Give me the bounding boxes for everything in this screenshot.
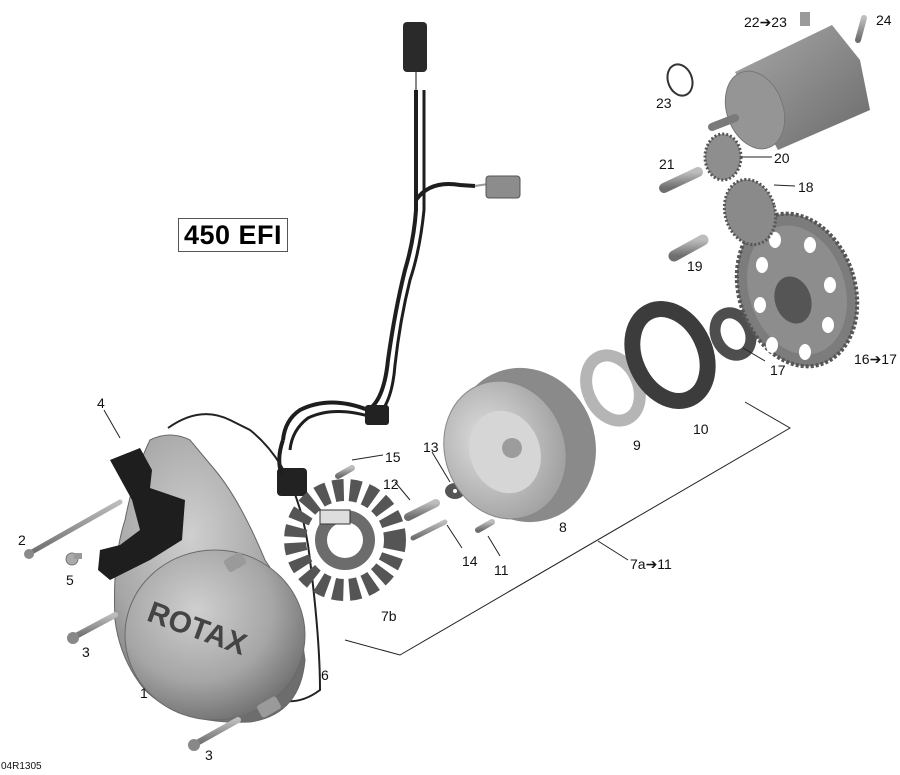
flywheel-icon xyxy=(443,367,596,523)
cover-gasket-icon xyxy=(167,413,322,703)
callout-7a-11: 7a➔11 xyxy=(630,556,672,572)
gear-shaft-icon xyxy=(659,167,703,193)
model-label: 450 EFI xyxy=(183,219,283,250)
idler-shaft-icon xyxy=(668,234,709,262)
callout-16-17: 16➔17 xyxy=(854,351,897,367)
callout-14: 14 xyxy=(462,553,478,569)
o-ring-icon xyxy=(666,63,694,97)
callout-20: 20 xyxy=(774,150,790,166)
callout-8: 8 xyxy=(559,519,567,535)
callout-15: 15 xyxy=(385,449,401,465)
callout-4: 4 xyxy=(97,395,105,411)
small-screw-icon xyxy=(65,552,82,566)
callout-5: 5 xyxy=(66,572,74,588)
callout-3a: 3 xyxy=(82,644,90,660)
callout-12: 12 xyxy=(383,476,399,492)
callout-2: 2 xyxy=(18,532,26,548)
cover-shield-icon xyxy=(98,448,185,580)
callout-21: 21 xyxy=(659,156,675,172)
callout-1: 1 xyxy=(140,685,148,701)
callout-24: 24 xyxy=(876,12,892,28)
bushing-icon xyxy=(709,307,757,361)
wiring-harness xyxy=(277,22,521,496)
callout-22-23: 22➔23 xyxy=(744,14,787,30)
harness-connector-side-icon xyxy=(485,175,521,199)
callout-18: 18 xyxy=(798,179,814,195)
long-bolt-icon xyxy=(24,499,123,559)
model-label-box: 450 EFI xyxy=(178,218,288,252)
starter-motor-icon xyxy=(708,12,870,150)
leader-lines xyxy=(103,156,796,656)
callout-13: 13 xyxy=(423,439,439,455)
starter-ring-gear-icon xyxy=(734,211,860,369)
cover-bolt-bottom-icon xyxy=(188,717,241,751)
callout-19: 19 xyxy=(687,258,703,274)
callout-7b: 7b xyxy=(381,608,397,624)
starter-bolt-icon xyxy=(855,15,867,43)
stator-icon xyxy=(284,479,406,601)
clamp-screw-icon xyxy=(335,465,355,479)
callout-3b: 3 xyxy=(205,747,213,763)
screw-11-icon xyxy=(475,519,495,533)
cover-bolt-left-icon xyxy=(67,612,118,644)
bolt-14-icon xyxy=(410,519,448,541)
stator-bolt-icon xyxy=(404,499,440,521)
harness-connector-top-icon xyxy=(403,22,427,72)
callout-11: 11 xyxy=(494,562,509,578)
oil-seal-icon xyxy=(624,301,716,409)
callout-10: 10 xyxy=(693,421,709,437)
idler-gear-icon xyxy=(722,177,778,247)
callout-9: 9 xyxy=(633,437,641,453)
reference-code: 04R1305 xyxy=(1,761,42,772)
callout-6: 6 xyxy=(321,667,329,683)
callout-17: 17 xyxy=(770,362,786,378)
starter-drive-gear-icon xyxy=(703,132,743,182)
callout-23: 23 xyxy=(656,95,672,111)
